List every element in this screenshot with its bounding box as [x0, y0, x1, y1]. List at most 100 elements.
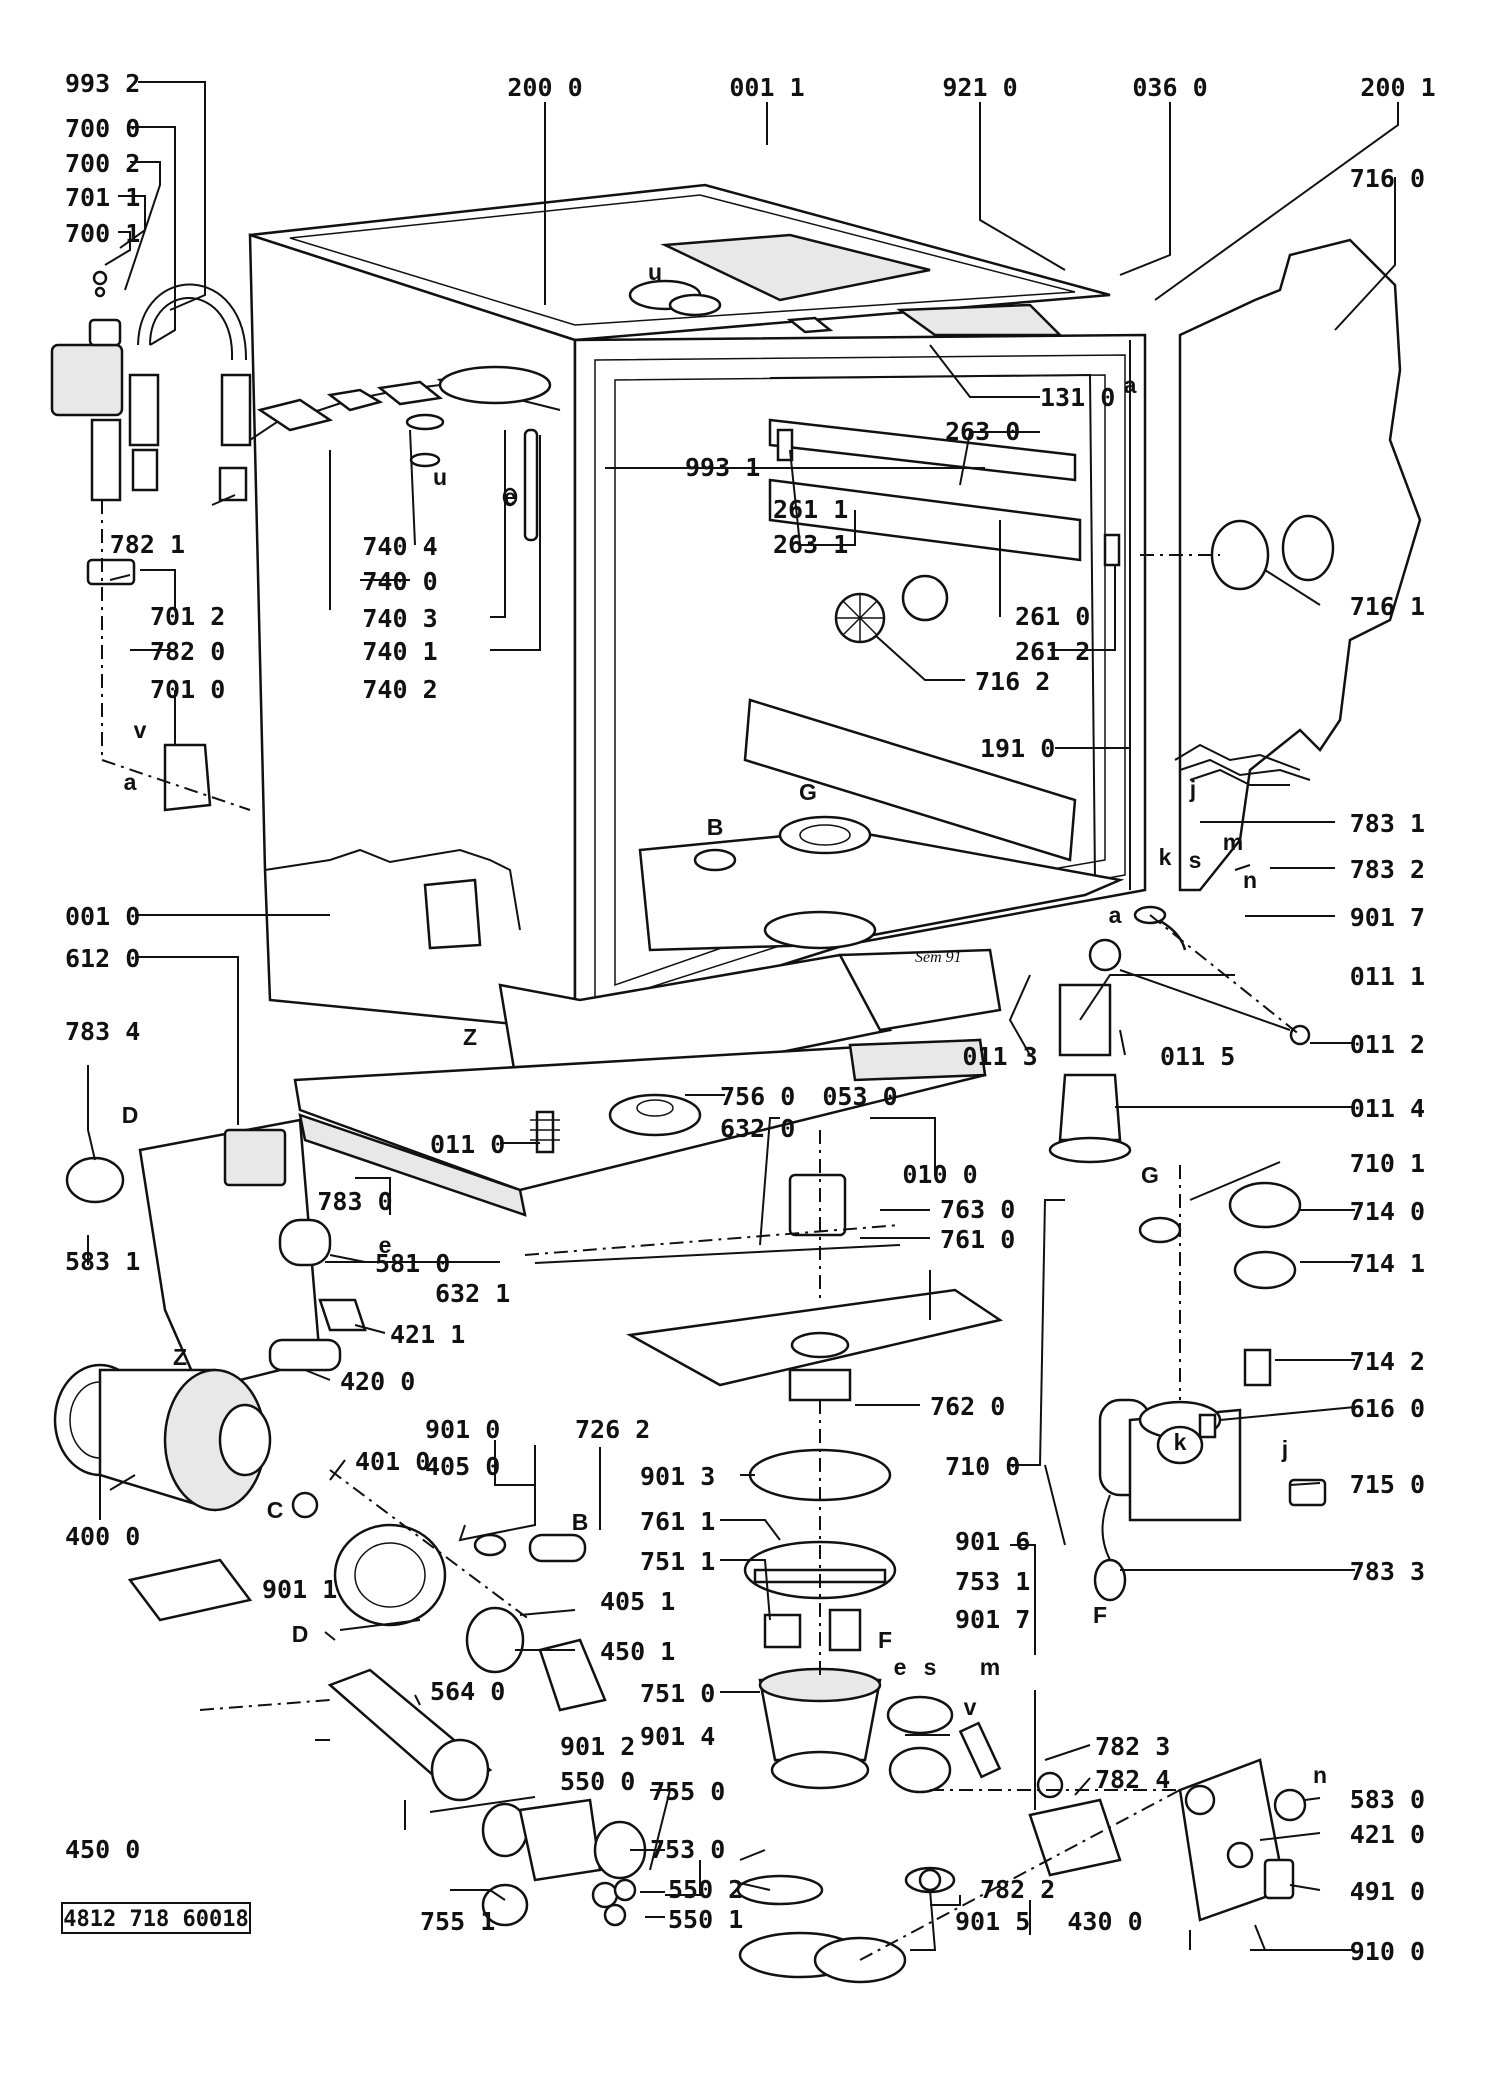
part-number-label: 405 1 [600, 1587, 675, 1616]
connection-letter-marker: v [134, 717, 147, 743]
part-number-label: 782 2 [980, 1875, 1055, 1904]
connection-letter-marker: F [878, 1627, 892, 1653]
part-number-label: 701 1 [65, 183, 140, 212]
part-number-label: 405 0 [425, 1452, 500, 1481]
part-number-label: 710 0 [945, 1452, 1020, 1481]
part-number-label: 430 0 [1067, 1907, 1142, 1936]
connection-letter-marker: G [1141, 1162, 1159, 1188]
part-number-label: 010 0 [902, 1160, 977, 1189]
part-number-label: 191 0 [980, 734, 1055, 763]
part-number-label: 901 6 [955, 1527, 1030, 1556]
part-number-label: 011 2 [1350, 1030, 1425, 1059]
part-number-label: 632 0 [720, 1114, 795, 1143]
part-number-label: 263 1 [773, 530, 848, 559]
part-number-label: 782 4 [1095, 1765, 1170, 1794]
part-number-label: 783 3 [1350, 1557, 1425, 1586]
part-number-label: 993 1 [685, 453, 760, 482]
connection-letter-marker: n [1313, 1762, 1327, 1788]
connection-letter-marker: j [1189, 776, 1196, 802]
part-number-label: 011 5 [1160, 1042, 1235, 1071]
part-number-label: 401 0 [355, 1447, 430, 1476]
part-number-label: 450 0 [65, 1835, 140, 1864]
part-number-label: 740 3 [362, 604, 437, 633]
part-number-label: 701 0 [150, 675, 225, 704]
hoses-right [1133, 743, 1311, 951]
connection-letter-marker: B [572, 1509, 589, 1535]
assembly-axis-lines [199, 554, 1301, 1961]
part-number-label: 700 2 [65, 149, 140, 178]
connection-letter-marker: s [1189, 847, 1202, 873]
part-number-label: 901 7 [1350, 903, 1425, 932]
connection-letter-marker: D [122, 1102, 139, 1128]
part-number-label: 921 0 [942, 73, 1017, 102]
connection-letter-marker: a [1109, 902, 1122, 928]
part-number-label: 616 0 [1350, 1394, 1425, 1423]
part-number-label: 761 1 [640, 1507, 715, 1536]
part-number-label: 261 0 [1015, 602, 1090, 631]
side-insulation-panel [1178, 238, 1422, 892]
part-number-label: 200 1 [1360, 73, 1435, 102]
part-number-label: 901 5 [955, 1907, 1030, 1936]
part-number-label: 782 1 [110, 530, 185, 559]
part-number-label: 782 0 [150, 637, 225, 666]
part-number-label: 740 4 [362, 532, 437, 561]
water-softener [1093, 1181, 1327, 1602]
part-number-label: 755 1 [420, 1907, 495, 1936]
part-number-label: 710 1 [1350, 1149, 1425, 1178]
part-number-label: 263 0 [945, 417, 1020, 446]
part-number-label: 491 0 [1350, 1877, 1425, 1906]
connection-letter-marker: j [1281, 1436, 1288, 1462]
part-number-label: 583 1 [65, 1247, 140, 1276]
connection-letter-marker: B [707, 814, 724, 840]
inlet-valve-bottom [886, 1695, 1307, 1922]
connection-letter-marker: D [292, 1621, 309, 1647]
part-number-label: 901 0 [425, 1415, 500, 1444]
part-number-label: 751 1 [640, 1547, 715, 1576]
connection-letter-marker: e [379, 1232, 392, 1258]
part-number-label: 910 0 [1350, 1937, 1425, 1966]
part-number-label: 716 2 [975, 667, 1050, 696]
part-number-label: 632 1 [435, 1279, 510, 1308]
connection-letter-marker: s [924, 1654, 937, 1680]
part-number-label: 011 4 [1350, 1094, 1425, 1123]
connection-letter-marker: e [894, 1654, 907, 1680]
float-switch-assembly [1048, 938, 1311, 1164]
part-number-label: 564 0 [430, 1677, 505, 1706]
base-frame [293, 1038, 987, 1217]
part-number-label: 783 0 [317, 1187, 392, 1216]
connection-letter-marker: a [1124, 372, 1137, 398]
part-number-label: 053 0 [822, 1082, 897, 1111]
part-number-label: 550 0 [560, 1767, 635, 1796]
part-number-label: 700 1 [65, 219, 140, 248]
part-number-label: 756 0 [720, 1082, 795, 1111]
connection-letter-marker: v [964, 1694, 977, 1720]
part-number-label: 714 1 [1350, 1249, 1425, 1278]
connection-letter-marker: C [267, 1497, 284, 1523]
part-number-label: 715 0 [1350, 1470, 1425, 1499]
part-number-label: 036 0 [1132, 73, 1207, 102]
part-number-label: 783 4 [65, 1017, 140, 1046]
part-number-label: 783 1 [1350, 809, 1425, 838]
part-number-label: 726 2 [575, 1415, 650, 1444]
part-number-label: 901 4 [640, 1722, 715, 1751]
leader-lines [87, 81, 1399, 1951]
part-number-label: 763 0 [940, 1195, 1015, 1224]
inlet-valve-assembly [50, 270, 252, 812]
connection-letter-marker: u [433, 464, 447, 490]
part-number-label: 400 0 [65, 1522, 140, 1551]
connection-letter-marker: k [1159, 844, 1172, 870]
part-number-label: 714 0 [1350, 1197, 1425, 1226]
part-number-label: 583 0 [1350, 1785, 1425, 1814]
part-number-label: 755 0 [650, 1777, 725, 1806]
part-number-label: 701 2 [150, 602, 225, 631]
part-number-label: 901 3 [640, 1462, 715, 1491]
part-number-label: 581 0 [375, 1249, 450, 1278]
part-number-label: 783 2 [1350, 855, 1425, 884]
connection-letter-marker: u [648, 259, 662, 285]
part-number-label: 001 1 [729, 73, 804, 102]
connection-letter-marker: m [1223, 829, 1243, 855]
connection-letter-marker: G [799, 779, 817, 805]
connection-letter-marker: F [1093, 1602, 1107, 1628]
